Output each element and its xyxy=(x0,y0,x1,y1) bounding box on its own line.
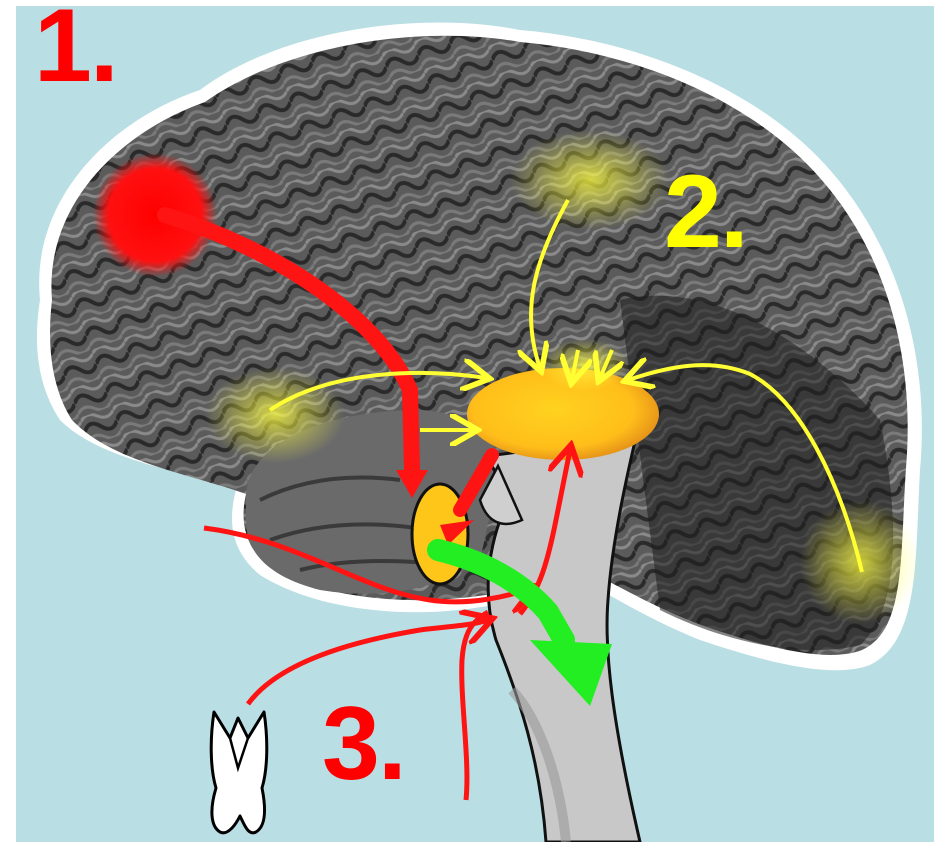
yellow-cloud-top xyxy=(510,130,670,230)
label-2: 2. xyxy=(664,160,747,264)
label-1: 1. xyxy=(34,0,117,98)
yellow-cloud-center xyxy=(540,339,630,391)
label-3: 3. xyxy=(322,692,405,796)
tooth-icon xyxy=(211,712,267,833)
red-cortex-spot xyxy=(93,153,217,277)
yellow-cloud-left xyxy=(205,367,345,463)
